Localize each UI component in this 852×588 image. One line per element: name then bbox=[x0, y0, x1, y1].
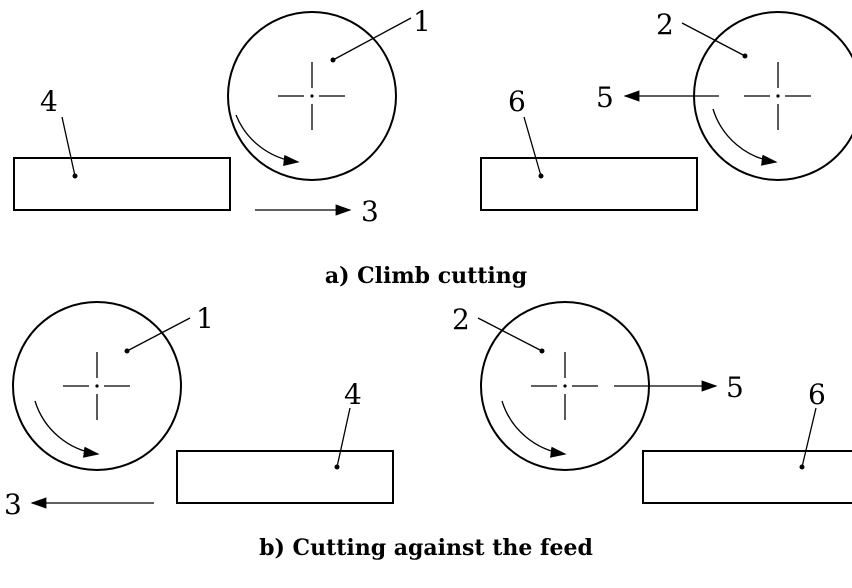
label-1: 1 bbox=[196, 302, 214, 335]
label-6: 6 bbox=[508, 85, 526, 118]
label-5: 5 bbox=[596, 81, 614, 114]
workpiece-rect bbox=[13, 157, 231, 211]
label-3: 3 bbox=[4, 488, 22, 521]
leader-line bbox=[523, 116, 542, 177]
rotation-arrow bbox=[235, 114, 300, 166]
label-3: 3 bbox=[361, 195, 379, 228]
leader-line bbox=[801, 407, 817, 468]
rotation-arrow bbox=[34, 400, 100, 458]
panel-b-left: 4 1 3 bbox=[4, 301, 394, 521]
leader-line bbox=[332, 17, 412, 61]
label-4: 4 bbox=[344, 378, 362, 411]
cutter-circle bbox=[12, 301, 182, 471]
rotation-arrow bbox=[712, 108, 778, 166]
leader-line bbox=[336, 407, 351, 468]
rotation-arrow bbox=[501, 400, 567, 458]
cutter-circle bbox=[227, 11, 397, 181]
leader-line bbox=[681, 22, 746, 57]
label-4: 4 bbox=[40, 85, 58, 118]
panel-a-left: 4 1 3 bbox=[13, 5, 431, 228]
caption-climb-cutting: a) Climb cutting bbox=[325, 263, 527, 289]
cutter-center-cross bbox=[531, 352, 598, 420]
label-1: 1 bbox=[413, 5, 431, 38]
leader-line bbox=[477, 317, 543, 352]
cutter-center-cross bbox=[63, 352, 130, 420]
label-6: 6 bbox=[808, 378, 826, 411]
panel-a-right: 6 2 5 bbox=[480, 8, 852, 211]
caption-cutting-against-feed: b) Cutting against the feed bbox=[259, 535, 593, 561]
label-2: 2 bbox=[452, 303, 470, 336]
label-2: 2 bbox=[656, 8, 674, 41]
workpiece-rect bbox=[480, 157, 698, 211]
leader-line bbox=[126, 317, 191, 352]
cutter-center-cross bbox=[278, 62, 345, 130]
leader-line bbox=[61, 116, 76, 177]
cutter-center-cross bbox=[744, 62, 811, 130]
label-5: 5 bbox=[726, 371, 744, 404]
workpiece-rect bbox=[176, 450, 394, 504]
workpiece-rect bbox=[642, 450, 852, 504]
panel-b-right: 6 2 5 bbox=[452, 301, 852, 504]
